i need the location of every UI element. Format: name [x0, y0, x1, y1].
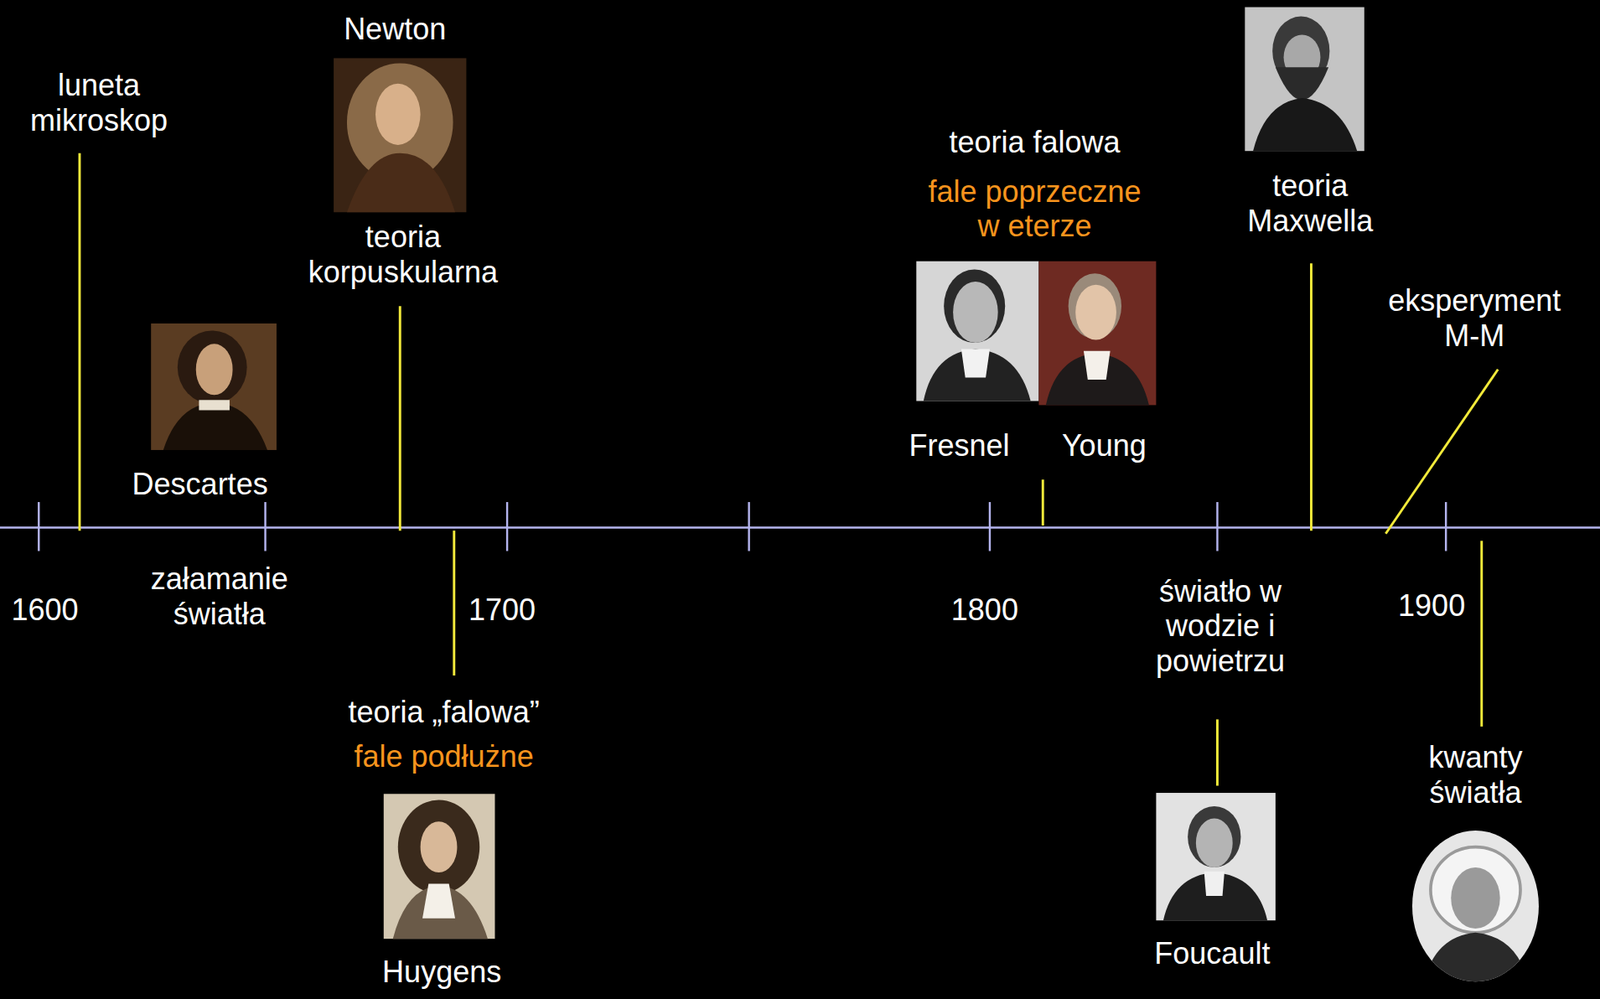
portrait	[1244, 7, 1364, 152]
timeline-label: Young	[1061, 428, 1147, 464]
time-axis	[0, 526, 1600, 529]
portrait	[1411, 830, 1542, 985]
portrait	[1038, 261, 1156, 406]
timeline-label: fale podłużne	[354, 739, 534, 775]
timeline-label: 1700	[468, 592, 536, 628]
timeline-label: teoria Maxwella	[1247, 169, 1373, 240]
portrait	[916, 261, 1039, 402]
timeline-label: eksperyment M-M	[1387, 283, 1561, 354]
leader-lines	[79, 153, 1498, 787]
timeline-label: 1600	[11, 592, 79, 628]
timeline-label: luneta mikroskop	[30, 67, 168, 139]
timeline-label: światło w wodzie i powietrzu	[1136, 574, 1305, 679]
timeline-label: Huygens	[382, 954, 502, 990]
portrait	[150, 323, 277, 451]
timeline-label: 1800	[951, 592, 1019, 628]
timeline-label: fale poprzeczne w eterze	[919, 174, 1150, 245]
timeline-label: teoria korpuskularna	[308, 220, 498, 291]
portrait	[383, 793, 496, 939]
timeline-label: teoria falowa	[948, 125, 1120, 161]
timeline-label: załamanie światła	[150, 561, 289, 632]
portrait	[333, 57, 467, 213]
timeline-label: 1900	[1398, 588, 1466, 624]
timeline-label: teoria „falowa”	[348, 694, 540, 731]
timeline-label: kwanty światła	[1428, 740, 1523, 812]
timeline-label: Newton	[343, 11, 446, 47]
portrait	[1155, 792, 1275, 921]
timeline-label: Descartes	[132, 466, 269, 503]
timeline-label: Foucault	[1154, 936, 1270, 972]
axis-ticks	[38, 502, 1446, 551]
timeline-label: Fresnel	[908, 428, 1010, 464]
